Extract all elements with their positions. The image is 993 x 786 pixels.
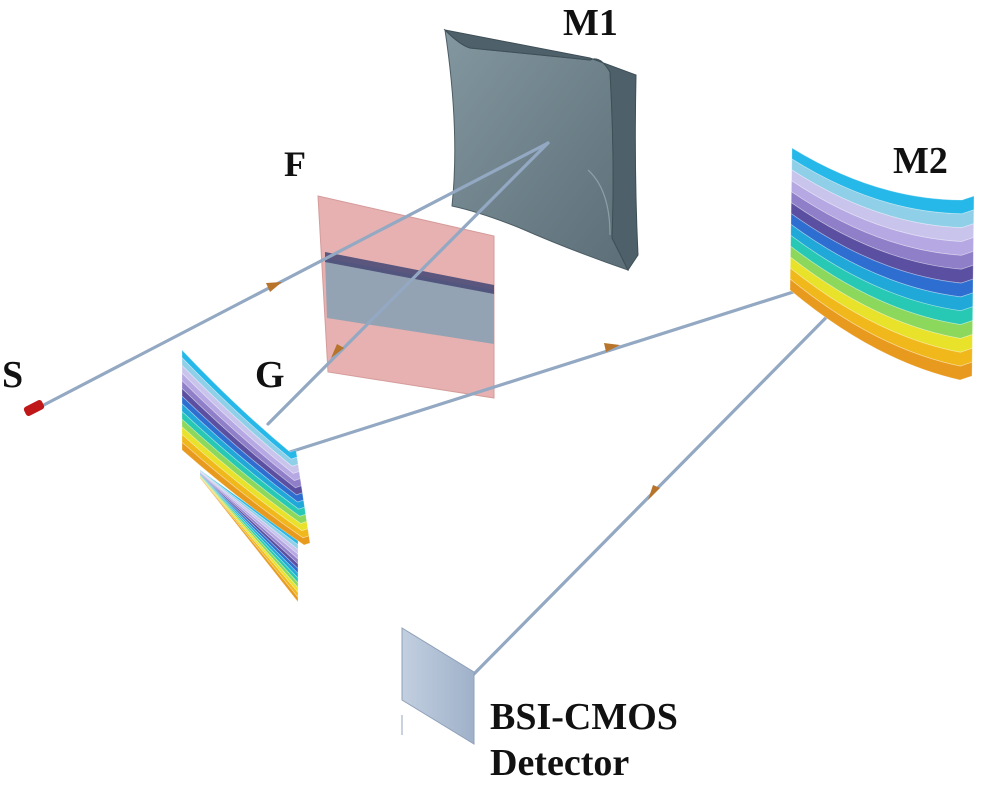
grating-layer [181, 372, 301, 482]
label-m2: M2 [893, 140, 948, 182]
grating-layer [181, 395, 304, 503]
grating-tail-layer [199, 476, 299, 604]
mirror-m2-layer [790, 180, 974, 256]
source-emitter [23, 400, 45, 416]
filter-f [317, 195, 495, 399]
ray-m1-to-grating [266, 141, 550, 426]
mirror-m2-layer [789, 267, 973, 367]
grating-layer [181, 441, 311, 546]
direction-arrows [266, 282, 660, 500]
grating-g [181, 348, 311, 604]
mirror-m2-layer [790, 201, 974, 284]
detector [401, 627, 475, 745]
ray-grating-to-m2 [288, 263, 880, 454]
light-path [36, 141, 880, 684]
grating-spectrum-tail [199, 469, 299, 604]
grating-layer [181, 426, 309, 532]
mirror-m1-edge [443, 29, 639, 271]
mirror-m2-layer [789, 278, 973, 381]
grating-layer [181, 379, 302, 489]
grating-layer [181, 364, 300, 474]
arrow-ray-3 [604, 343, 620, 352]
label-source: S [2, 354, 24, 396]
arrow-ray-4 [648, 485, 660, 500]
label-filter: F [284, 144, 306, 184]
mirror-m2-layer [790, 245, 974, 339]
grating-layer [181, 418, 308, 524]
arrow-ray-2 [331, 344, 344, 358]
ray-source-to-m1 [36, 141, 550, 410]
label-detector-line2: Detector [490, 742, 630, 784]
label-detector-line1: BSI-CMOS [490, 696, 678, 738]
filter-band-edge [325, 252, 494, 294]
grating-layer [181, 433, 310, 539]
light-source [23, 400, 45, 416]
ray-m2-to-detector [464, 263, 880, 684]
grating-layer [181, 348, 298, 460]
label-detector: BSI-CMOS Detector [490, 694, 678, 786]
mirror-m2 [789, 147, 975, 381]
mirror-m1-highlight [587, 169, 611, 236]
detector-panel [401, 627, 475, 745]
label-m1: M1 [563, 2, 618, 44]
mirror-m2-layer [790, 190, 974, 270]
grating-layer [181, 356, 299, 467]
arrow-ray-1 [266, 282, 282, 292]
grating-layer [181, 387, 303, 496]
label-grating: G [255, 354, 285, 396]
